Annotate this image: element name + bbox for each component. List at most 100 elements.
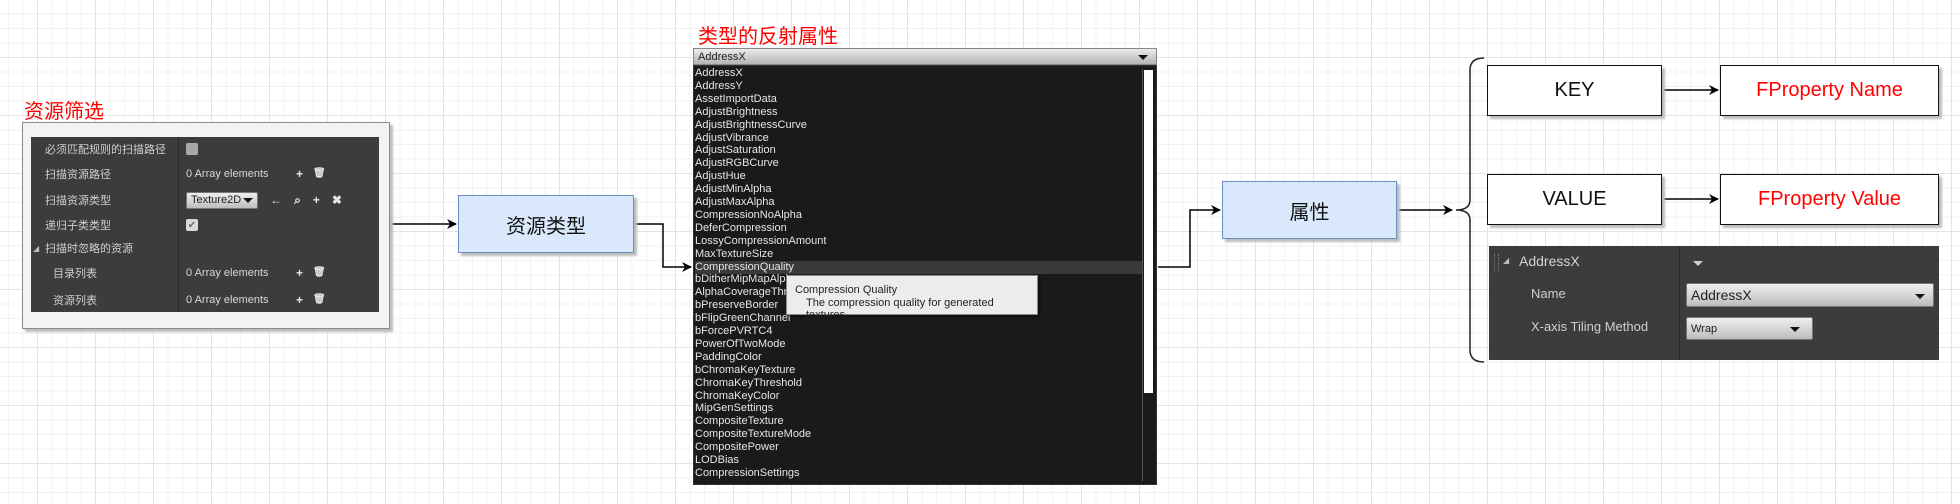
name-combo[interactable]: AddressX [1686, 283, 1934, 307]
property-entry-panel: ◢ AddressX Name AddressX X-axis Tiling M… [1489, 246, 1939, 360]
node-value: VALUE [1487, 174, 1662, 225]
trash-icon[interactable]: 🗑 [313, 267, 326, 278]
property-list-item[interactable]: ChromaKeyColor [695, 389, 780, 402]
add-icon[interactable]: + [312, 193, 320, 207]
row-asset-list: 资源列表 0 Array elements + 🗑 [31, 288, 379, 312]
trash-icon[interactable]: 🗑 [313, 168, 326, 179]
property-list-item[interactable]: PowerOfTwoMode [695, 337, 786, 350]
drag-grip-icon[interactable] [1494, 254, 1499, 272]
chevron-down-icon [243, 197, 254, 203]
property-list-item[interactable]: bFlipGreenChannel [695, 312, 791, 325]
row-recursive-classes: 递归子类类型 ✔ [31, 213, 379, 237]
property-list-item[interactable]: CompositePower [695, 441, 779, 454]
property-list-item[interactable]: MipGenSettings [695, 402, 774, 415]
property-list-item[interactable]: MaxTextureSize [695, 247, 774, 260]
property-list-item[interactable]: LossyCompressionAmount [695, 234, 827, 247]
property-list-item[interactable]: LODBias [695, 454, 740, 466]
row-label: 资源列表 [53, 295, 97, 307]
row-label: 必须匹配规则的扫描路径 [45, 144, 166, 156]
class-picker-value: Texture2D [191, 194, 242, 206]
node-fproperty-value: FProperty Value [1720, 174, 1939, 225]
search-icon[interactable]: ⌕ [294, 193, 301, 207]
back-arrow-icon[interactable]: ← [270, 193, 283, 207]
expand-triangle-icon[interactable]: ◢ [1503, 256, 1510, 265]
name-combo-value: AddressX [1691, 287, 1752, 303]
property-list-item[interactable]: bPreserveBorder [695, 299, 779, 312]
node-label: 属性 [1289, 201, 1330, 224]
property-list-item[interactable]: CompressionNoAlpha [695, 208, 802, 221]
property-list-item[interactable]: AdjustHue [695, 170, 746, 183]
recursive-checkbox[interactable]: ✔ [186, 219, 198, 231]
column-divider [1679, 246, 1680, 360]
asset-filter-details: 必须匹配规则的扫描路径 扫描资源路径 0 Array elements + 🗑 … [31, 137, 379, 312]
row-label: 目录列表 [53, 268, 97, 280]
row-ignored-group[interactable]: ◢ 扫描时忽略的资源 [31, 236, 379, 260]
scrollbar-track[interactable] [1142, 69, 1153, 481]
row-label: 递归子类类型 [45, 220, 111, 232]
property-list-item[interactable]: bDitherMipMapAlpha [695, 273, 798, 286]
property-list-item[interactable]: AdjustBrightnessCurve [695, 118, 807, 131]
property-list-item[interactable]: AdjustMaxAlpha [695, 196, 775, 208]
add-icon[interactable]: + [296, 266, 304, 280]
property-list-item[interactable]: CompressionSettings [695, 466, 800, 479]
array-count: 0 Array elements [186, 267, 269, 279]
array-count: 0 Array elements [186, 294, 269, 306]
node-key: KEY [1487, 65, 1662, 116]
must-match-checkbox[interactable] [186, 143, 198, 155]
row-label: 扫描时忽略的资源 [45, 243, 133, 255]
chevron-down-icon [1915, 294, 1925, 299]
tiling-method-value: Wrap [1691, 322, 1718, 335]
property-list-item[interactable]: AdjustMinAlpha [695, 183, 772, 196]
arrow-dropdown-to-property [1158, 205, 1221, 268]
property-list-item[interactable]: ChromaKeyThreshold [695, 376, 802, 389]
check-icon: ✔ [187, 219, 197, 231]
tiling-method-label: X-axis Tiling Method [1531, 319, 1649, 334]
property-list-item[interactable]: AddressX [695, 67, 743, 79]
row-scan-type: 扫描资源类型 Texture2D ← ⌕ + ✖ [31, 188, 379, 212]
column-divider [178, 137, 179, 312]
property-list-item[interactable]: PaddingColor [695, 350, 762, 363]
row-scan-paths: 扫描资源路径 0 Array elements + 🗑 [31, 162, 379, 186]
chevron-down-icon [1138, 55, 1148, 60]
tiling-method-combo[interactable]: Wrap [1686, 317, 1813, 340]
asset-filter-title: 资源筛选 [24, 101, 104, 123]
row-must-match-path: 必须匹配规则的扫描路径 [31, 137, 379, 161]
arrow-asset-type-to-dropdown [634, 223, 692, 272]
property-combo-value: AddressX [698, 50, 746, 63]
property-tooltip: Compression Quality The compression qual… [786, 275, 1038, 321]
row-label: 扫描资源类型 [45, 195, 111, 207]
node-label: 资源类型 [506, 215, 586, 238]
node-label: KEY [1554, 79, 1595, 101]
property-combo[interactable]: AddressX [693, 48, 1157, 65]
property-list-item[interactable]: CompressionQuality [695, 260, 1142, 274]
node-property: 属性 [1222, 181, 1397, 239]
node-label: FProperty Value [1757, 188, 1902, 210]
property-list-item[interactable]: AdjustBrightness [695, 105, 778, 118]
tooltip-description: The compression quality for generated te… [806, 297, 994, 321]
scrollbar-thumb[interactable] [1144, 70, 1153, 393]
property-list-item[interactable]: AdjustRGBCurve [695, 157, 779, 170]
entry-header: AddressX [1519, 253, 1580, 269]
property-list-item[interactable]: CompositeTexture [695, 415, 784, 428]
trash-icon[interactable]: 🗑 [313, 294, 326, 305]
clear-icon[interactable]: ✖ [331, 193, 342, 207]
property-list-item[interactable]: AddressY [695, 79, 743, 92]
entry-options-chevron-icon[interactable] [1693, 261, 1703, 266]
row-dir-list: 目录列表 0 Array elements + 🗑 [31, 261, 379, 285]
property-list-item[interactable]: bChromaKeyTexture [695, 363, 796, 376]
property-list-item[interactable]: CompositeTextureMode [695, 428, 812, 441]
property-list-item[interactable]: AdjustSaturation [695, 144, 776, 157]
add-icon[interactable]: + [296, 167, 304, 181]
add-icon[interactable]: + [296, 293, 304, 307]
name-label: Name [1531, 286, 1566, 301]
class-picker[interactable]: Texture2D [186, 191, 259, 209]
reflected-properties-title: 类型的反射属性 [698, 26, 838, 48]
property-list-item[interactable]: AdjustVibrance [695, 131, 769, 144]
property-list-item[interactable]: bForcePVRTC4 [695, 325, 773, 337]
property-list-item[interactable]: AssetImportData [695, 92, 777, 105]
node-fproperty-name: FProperty Name [1720, 65, 1939, 116]
property-list-item[interactable]: DeferCompression [695, 221, 787, 234]
expand-triangle-icon[interactable]: ◢ [33, 243, 40, 253]
array-count: 0 Array elements [186, 168, 269, 180]
